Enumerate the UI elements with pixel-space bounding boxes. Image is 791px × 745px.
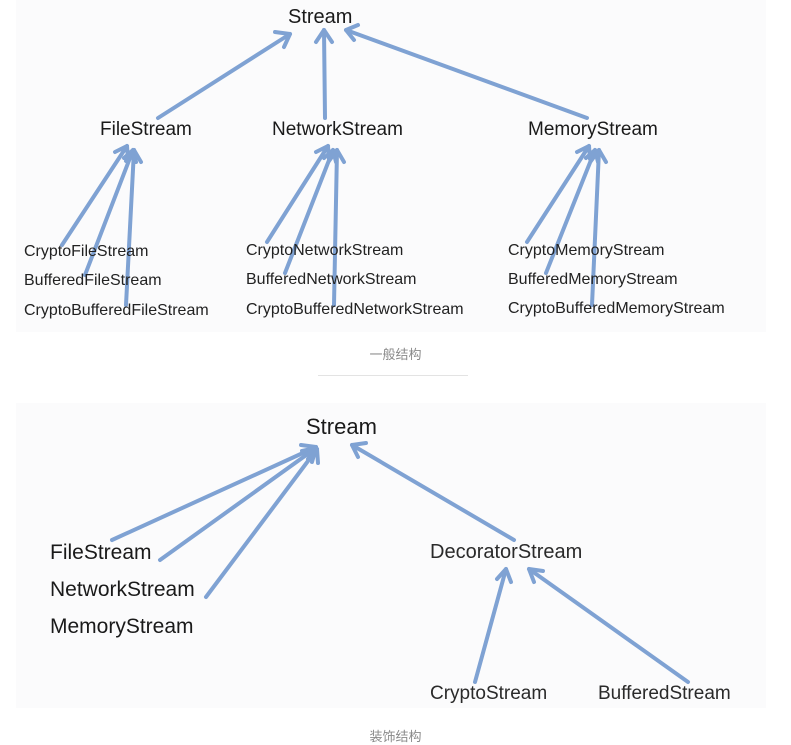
filestream-node: FileStream bbox=[100, 119, 192, 140]
decoratorstream-node: DecoratorStream bbox=[430, 541, 583, 563]
memorystream-node: MemoryStream bbox=[528, 119, 658, 140]
general-structure-caption: 一般结构 bbox=[369, 348, 422, 363]
decorator-structure-caption: 装饰结构 bbox=[369, 730, 422, 745]
networkstream-node: NetworkStream bbox=[272, 119, 403, 140]
cryptobufferednetworkstream-node: CryptoBufferedNetworkStream bbox=[246, 301, 464, 318]
cryptofilestream-node: CryptoFileStream bbox=[24, 243, 149, 260]
bufferedfilestream-node: BufferedFileStream bbox=[24, 272, 162, 289]
cryptonetworkstream-node: CryptoNetworkStream bbox=[246, 242, 404, 259]
bufferednetworkstream-node: BufferedNetworkStream bbox=[246, 271, 417, 288]
root-stream-node: Stream bbox=[288, 6, 353, 28]
bufferedstream-node: BufferedStream bbox=[598, 683, 731, 704]
section-divider bbox=[318, 375, 468, 376]
decorator-networkstream-node: NetworkStream bbox=[50, 578, 195, 601]
cryptomemorystream-node: CryptoMemoryStream bbox=[508, 242, 665, 259]
cryptobufferedmemorystream-node: CryptoBufferedMemoryStream bbox=[508, 300, 725, 317]
cryptobufferedfilestream-node: CryptoBufferedFileStream bbox=[24, 302, 209, 319]
decorator-root-stream-node: Stream bbox=[306, 414, 377, 439]
cryptostream-node: CryptoStream bbox=[430, 683, 548, 704]
bufferedmemorystream-node: BufferedMemoryStream bbox=[508, 271, 678, 288]
decorator-memorystream-node: MemoryStream bbox=[50, 615, 194, 638]
decorator-filestream-node: FileStream bbox=[50, 541, 152, 564]
